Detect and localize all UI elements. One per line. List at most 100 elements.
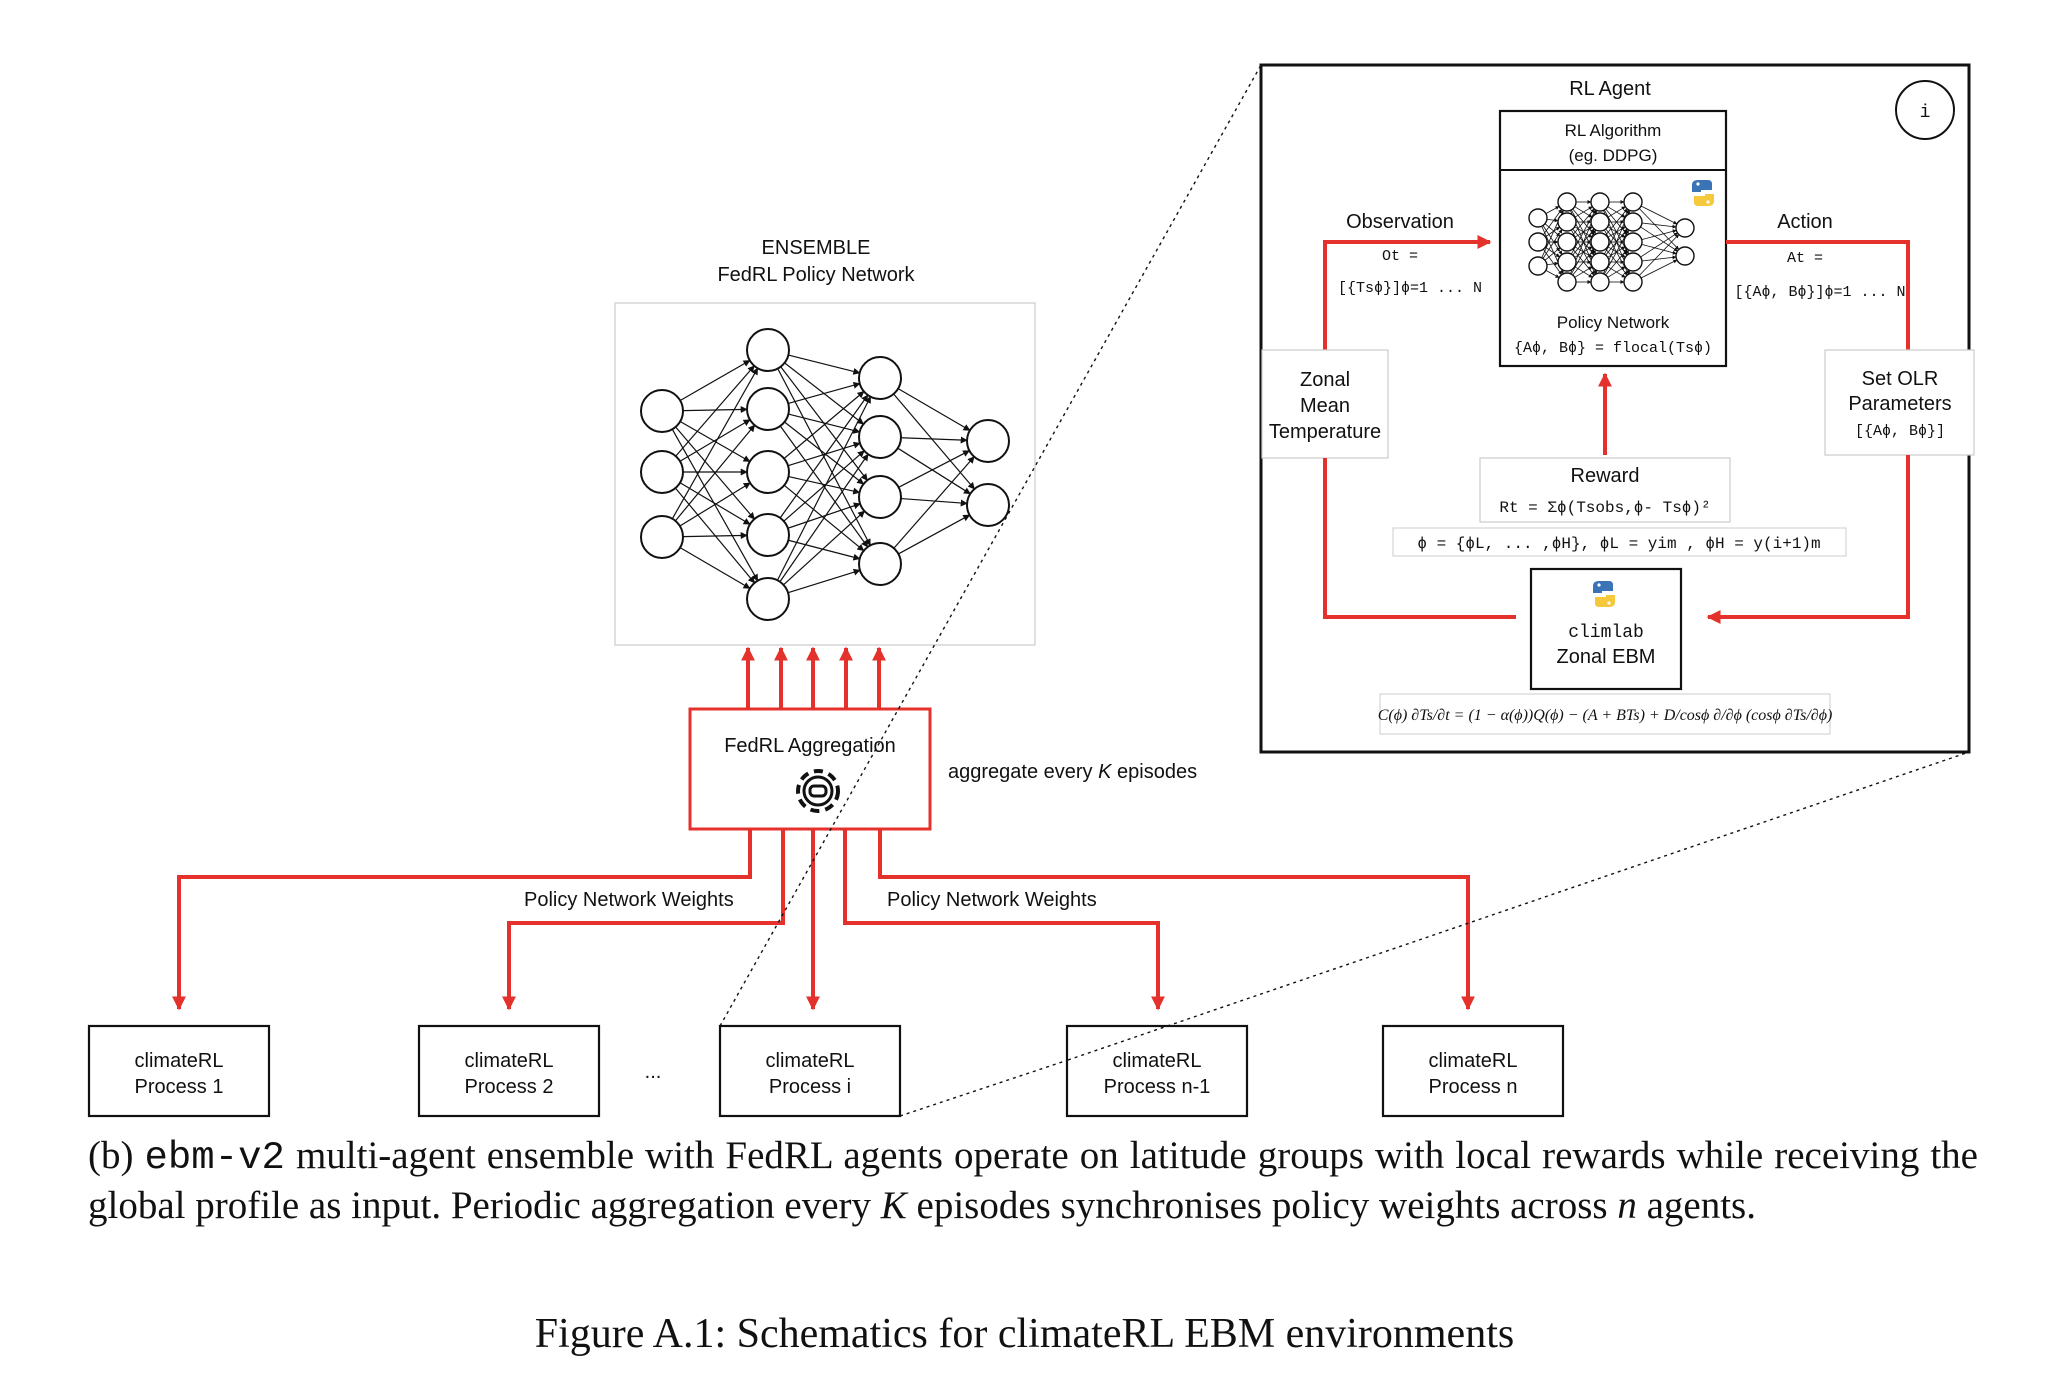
inset-badge — [1895, 80, 1955, 140]
ensemble-subtitle: FedRL Policy Network — [717, 264, 915, 286]
network-edge — [679, 359, 751, 402]
network-edge — [1641, 255, 1677, 262]
process-box-2: climateRL Process 2 — [417, 1024, 601, 1118]
network-edge — [783, 391, 865, 459]
network-edge — [1572, 248, 1595, 276]
network-neuron — [858, 475, 902, 519]
phi-definition: ϕ = {ϕL, ... ,ϕH}, ϕL = yim , ϕH = y(i+1… — [1417, 535, 1820, 553]
network-edge — [893, 393, 975, 490]
network-neuron — [1557, 252, 1577, 272]
network-neuron — [746, 577, 790, 621]
network-edge — [1641, 229, 1677, 241]
process-label: climateRL — [766, 1050, 855, 1072]
ebm-to-observation-line — [1323, 458, 1516, 619]
network-neuron — [1675, 246, 1695, 266]
ensemble-network-frame — [614, 302, 1036, 646]
network-neuron — [1590, 212, 1610, 232]
policy-network-diagram — [1528, 192, 1695, 292]
process-label: Process n — [1429, 1076, 1518, 1098]
network-edge — [1542, 208, 1563, 235]
network-neuron — [640, 515, 684, 559]
network-edge — [788, 413, 861, 434]
network-edge — [682, 532, 748, 540]
network-edge — [779, 453, 869, 583]
network-edge — [900, 436, 968, 444]
network-edge — [674, 424, 756, 522]
network-edge — [900, 497, 968, 507]
ensemble-title: ENSEMBLE — [762, 237, 871, 259]
network-edge — [679, 482, 751, 525]
reward-formula: Rt = Σϕ(Tsobs,ϕ- Tsϕ)² — [1499, 499, 1710, 517]
network-edge — [1641, 222, 1677, 229]
rl-algorithm-label: RL Algorithm — [1565, 121, 1662, 140]
zonal-label: Zonal — [1300, 369, 1350, 391]
network-neuron — [1623, 212, 1643, 232]
olr-params-box — [1824, 349, 1975, 456]
inset-badge-label: i — [1920, 103, 1931, 123]
figure-title: Figure A.1: Schematics for climateRL EBM… — [534, 1311, 1515, 1357]
process-label: Process 2 — [465, 1076, 554, 1098]
network-edge — [788, 354, 861, 375]
network-neuron — [1590, 192, 1610, 212]
network-neuron — [966, 483, 1010, 527]
process-label: Process n-1 — [1104, 1076, 1211, 1098]
ensemble-policy-network — [640, 328, 1010, 621]
zonal-ebm-label: Zonal EBM — [1557, 646, 1656, 668]
network-neuron — [1623, 192, 1643, 212]
rl-agent-title: RL Agent — [1569, 78, 1651, 100]
network-edge — [787, 568, 861, 594]
network-neuron — [1528, 232, 1548, 252]
network-neuron — [858, 542, 902, 586]
olr-formula: [{Aϕ, Bϕ}] — [1855, 423, 1945, 440]
observation-label: Observation — [1346, 211, 1454, 233]
network-neuron — [858, 415, 902, 459]
ebm-equation-box — [1379, 693, 1831, 735]
observation-formula: [{Tsϕ}]ϕ=1 ... N — [1338, 280, 1482, 297]
climlab-label: climlab — [1568, 623, 1644, 643]
network-edge — [1574, 266, 1593, 278]
network-edge — [783, 450, 865, 522]
network-edge — [1572, 208, 1595, 236]
network-neuron — [1590, 272, 1610, 292]
network-neuron — [640, 389, 684, 433]
network-neuron — [746, 328, 790, 372]
process-ellipsis: ... — [645, 1061, 662, 1083]
network-edge — [1641, 243, 1677, 255]
network-neuron — [1623, 232, 1643, 252]
network-edge — [675, 365, 755, 457]
network-edge — [897, 447, 971, 495]
network-edge — [1546, 218, 1559, 223]
network-edge — [779, 394, 869, 519]
network-edge — [1607, 206, 1626, 218]
network-edge — [1640, 232, 1678, 258]
zonal-mean-box — [1261, 349, 1389, 459]
process-box-n: climateRL Process n — [1381, 1024, 1565, 1118]
network-edge — [788, 539, 861, 561]
network-neuron — [1557, 212, 1577, 232]
olr-label: Set OLR — [1862, 368, 1939, 390]
process-label: climateRL — [1429, 1050, 1518, 1072]
zonal-label: Mean — [1300, 395, 1350, 417]
network-edge — [1545, 269, 1560, 279]
network-edge — [1638, 208, 1680, 250]
action-line — [1726, 240, 1910, 350]
process-label: climateRL — [465, 1050, 554, 1072]
action-formula: At = — [1787, 250, 1823, 267]
process-label: climateRL — [1113, 1050, 1202, 1072]
reward-label: Reward — [1571, 465, 1640, 487]
network-neuron — [640, 450, 684, 494]
network-edge — [1545, 205, 1560, 215]
network-edge — [788, 381, 861, 404]
network-neuron — [1675, 218, 1695, 238]
network-neuron — [1623, 252, 1643, 272]
network-edge — [788, 475, 861, 495]
ebm-equation: C(ϕ) ∂Ts/∂t = (1 − α(ϕ))Q(ϕ) − (A + BTs)… — [1378, 707, 1833, 724]
network-neuron — [1590, 232, 1610, 252]
network-edge — [671, 367, 759, 520]
network-neuron — [1557, 232, 1577, 252]
network-edge — [784, 421, 865, 485]
python-icon — [1593, 581, 1615, 607]
network-neuron — [746, 513, 790, 557]
process-box-1: climateRL Process 1 — [87, 1024, 271, 1118]
